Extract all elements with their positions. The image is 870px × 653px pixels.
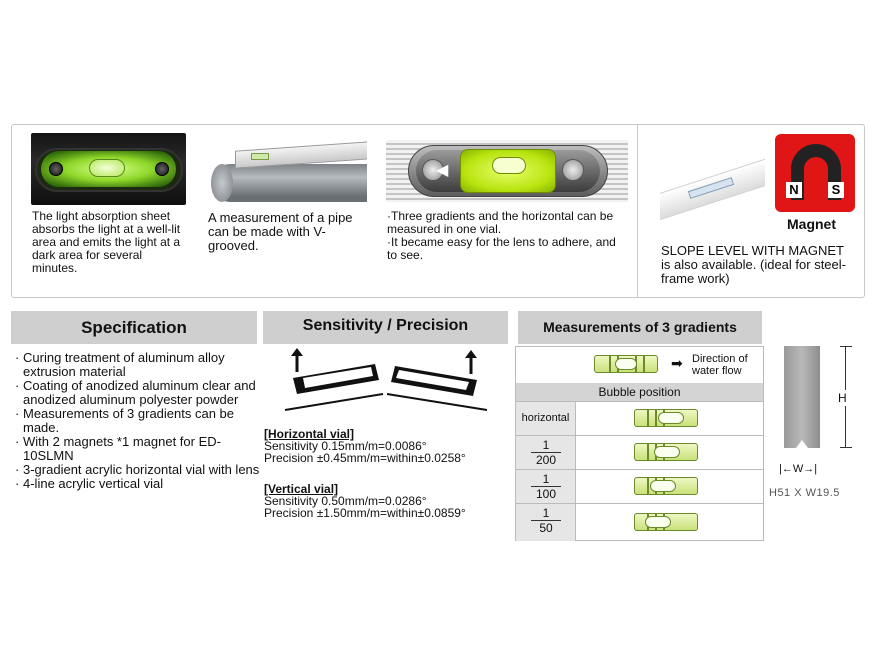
list-item: Coating of anodized aluminum clear and a… [15, 379, 260, 407]
gradient-vial [634, 477, 698, 495]
measurements-table: ➡ Direction of water flow Bubble positio… [515, 346, 764, 541]
three-gradient-vial-photo: ◀ [386, 140, 628, 202]
dimension-size-label: H51 X W19.5 [769, 487, 840, 499]
arrow-right-icon: ➡ [671, 355, 683, 371]
table-row: horizontal [516, 401, 763, 435]
list-item: Measurements of 3 gradients can be made. [15, 407, 260, 435]
gradient-vial [634, 443, 698, 461]
tilt-diagram [284, 348, 488, 411]
list-item: Curing treatment of aluminum alloy extru… [15, 351, 260, 379]
feature-pipe-text: A measurement of a pipe can be made with… [208, 210, 353, 253]
gradient-label: horizontal [516, 402, 576, 435]
width-label: |←W→| [779, 463, 818, 475]
vertical-vial-spec: [Vertical vial] Sensitivity 0.50mm/m=0.0… [264, 482, 466, 520]
specification-heading: Specification [11, 311, 257, 344]
magnet-label: Magnet [787, 216, 836, 232]
gradient-vial [634, 409, 698, 427]
bubble-position-header: Bubble position [516, 383, 763, 401]
gradient-vial [634, 513, 698, 531]
slope-level-photo [660, 134, 765, 236]
vial-bubble [645, 516, 671, 528]
arrow-left-icon: ◀ [436, 162, 449, 179]
feature-light-absorption-text: The light absorption sheet absorbs the l… [32, 209, 181, 275]
list-item: 4-line acrylic vertical vial [15, 477, 260, 492]
flow-vial [594, 355, 658, 373]
vial-bubble [650, 480, 676, 492]
water-flow-row: ➡ Direction of water flow [516, 347, 763, 383]
vial-bubble [658, 412, 684, 424]
measurements-heading: Measurements of 3 gradients [518, 311, 762, 344]
profile-cross-section [784, 346, 820, 448]
features-divider [637, 124, 638, 298]
height-label: H [838, 390, 847, 406]
water-flow-label: Direction of water flow [692, 353, 748, 377]
magnet-icon: N S [775, 134, 855, 212]
list-item: With 2 magnets *1 magnet for ED-10SLMN [15, 435, 260, 463]
tilt-right-illustration [386, 350, 488, 411]
horizontal-vial-spec: [Horizontal vial] Sensitivity 0.15mm/m=0… [264, 427, 466, 465]
tilt-left-illustration [284, 348, 384, 411]
sensitivity-heading: Sensitivity / Precision [263, 311, 508, 344]
list-item: 3-gradient acrylic horizontal vial with … [15, 463, 260, 478]
pipe-photo [207, 140, 367, 204]
vial-bubble [654, 446, 680, 458]
glow-vial-photo [31, 133, 186, 205]
feature-three-gradients-text: ·Three gradients and the horizontal can … [387, 209, 616, 262]
specification-list: Curing treatment of aluminum alloy extru… [15, 351, 260, 492]
feature-slope-level-text: SLOPE LEVEL WITH MAGNET is also availabl… [661, 243, 846, 286]
